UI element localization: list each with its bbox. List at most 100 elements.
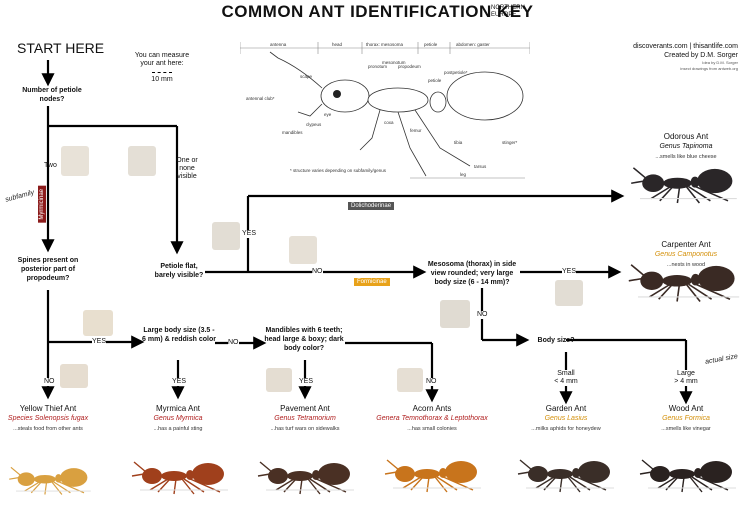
section-head: head [332,42,343,47]
edge-no-mesosoma: NO [477,311,488,319]
measure-line1: You can measure [134,52,190,59]
ant-genus: Genus Camponotus [654,251,718,258]
tag-formicinae: Formicinae [354,278,390,286]
detail-photo-spines [83,310,113,336]
credits: discoverants.com | thisantlife.com Creat… [560,42,738,72]
edge-one-none: One or none visible [176,157,198,180]
measure-scale-label: 10 mm [151,76,173,83]
ant-name: Odorous Ant [663,132,709,141]
ant-description: ...steals food from other ants [13,426,83,432]
part-petiole: petiole [428,78,442,83]
edge-no-reddish: NO [228,339,239,347]
edge-yes-reddish: YES [172,378,187,386]
detail-photo-6-teeth [266,368,292,392]
edge-large-size: > 4 mm [674,378,698,385]
ant-genus: Genus Lasius [544,415,588,422]
measure-line2: your ant here: [140,60,184,67]
edge-small-size: < 4 mm [554,378,578,385]
ant-genus: Genera Temnothorax & Leptothorax [376,415,488,422]
ant-name: Acorn Ants [412,404,452,413]
title-text: COMMON ANT IDENTIFICATION KEY [221,2,534,21]
credit-author: Created by D.M. Sorger [664,52,738,59]
ant-photo-2 [257,461,354,495]
edge-large: Large > 4 mm [669,370,703,386]
ant-photo-4 [517,459,614,493]
section-antenna: antenna [270,42,287,47]
ant-description: ...has turf wars on sidewalks [270,426,340,432]
edge-small: Small < 4 mm [549,370,583,386]
edge-no-spines: NO [44,378,55,386]
question-spines: Spines present on posterior part of prop… [17,257,79,282]
detail-photo-two-nodes [61,146,89,176]
part-mesonotum: mesonotum [382,60,406,65]
detail-photo-flat-petiole [212,222,240,250]
edge-no-mandibles: NO [426,378,437,386]
question-body-size: Body size? [537,337,575,344]
ant-genus: Genus Formica [662,415,710,422]
ant-photo-5 [639,459,736,493]
ant-photo-0 [9,466,91,495]
part-postpetiole: postpetiole* [444,70,468,75]
ant-name: Yellow Thief Ant [19,404,77,413]
ant-genus: Genus Myrmica [153,415,203,422]
part-leg: leg [460,172,467,177]
part-propodeum: propodeum [398,64,421,69]
ant-photo-1 [131,461,228,495]
part-antennal-club: antennal club* [246,96,275,101]
anatomy-diagram: antenna head thorax: mesosoma petiole ab… [240,42,530,179]
part-stinger: stinger* [502,140,518,145]
question-petiole-nodes: Number of petiole nodes? [22,87,82,103]
anatomy-footnote: * structure varies depending on subfamil… [290,168,387,173]
credit-site: discoverants.com | thisantlife.com [633,43,738,50]
ant-description: ...smells like blue cheese [655,154,717,160]
part-tarsus: tarsus [474,164,487,169]
part-scape: scape [300,74,313,79]
part-mandibles: mandibles [282,130,303,135]
region-label: NORTHERN EUROPE [491,5,525,19]
edge-large-label: Large [677,370,695,377]
ant-description: ...nests in wood [666,262,706,268]
ant-photo-3 [384,459,481,493]
section-petiole: petiole [424,42,438,47]
measure-scale-bar [152,72,172,74]
ant-genus: Genus Tapinoma [659,143,713,150]
detail-photo-rounded-mesosoma [555,280,583,306]
part-tibia: tibia [454,140,463,145]
ant-description: ...milks aphids for honeydew [531,426,601,432]
ant-description: ...smells like vinegar [661,426,711,432]
ant-name: Carpenter Ant [661,240,711,249]
detail-photo-no-spines [60,364,88,388]
ant-name: Wood Ant [668,404,704,413]
part-femur: femur [410,128,422,133]
edge-no-petiole-flat: NO [312,268,323,276]
ant-photo-6 [631,167,737,204]
credit-note2: insect drawings from antweb.org [680,66,738,71]
edge-yes-mandibles: YES [299,378,314,386]
ant-name: Garden Ant [545,404,587,413]
section-thorax: thorax: mesosoma [366,42,404,47]
detail-photo-4-teeth [397,368,423,392]
start-label: START HERE [17,40,105,56]
ant-description: ...has small colonies [407,426,457,432]
ant-name: Myrmica Ant [155,404,200,413]
tag-dolichoderinae: Dolichoderinae [348,202,395,210]
section-abdomen: abdomen: gaster [456,42,490,47]
part-eye: eye [324,112,332,117]
detail-photo-node [289,236,317,264]
region-line2: EUROPE [491,12,517,18]
ant-genus: Genus Tetramorium [274,415,336,422]
detail-photo-one-node [128,146,156,176]
ant-photo-7 [628,264,740,303]
edge-yes-petiole-flat: YES [242,230,257,238]
edge-two: Two [44,162,57,169]
region-line1: NORTHERN [491,5,525,11]
